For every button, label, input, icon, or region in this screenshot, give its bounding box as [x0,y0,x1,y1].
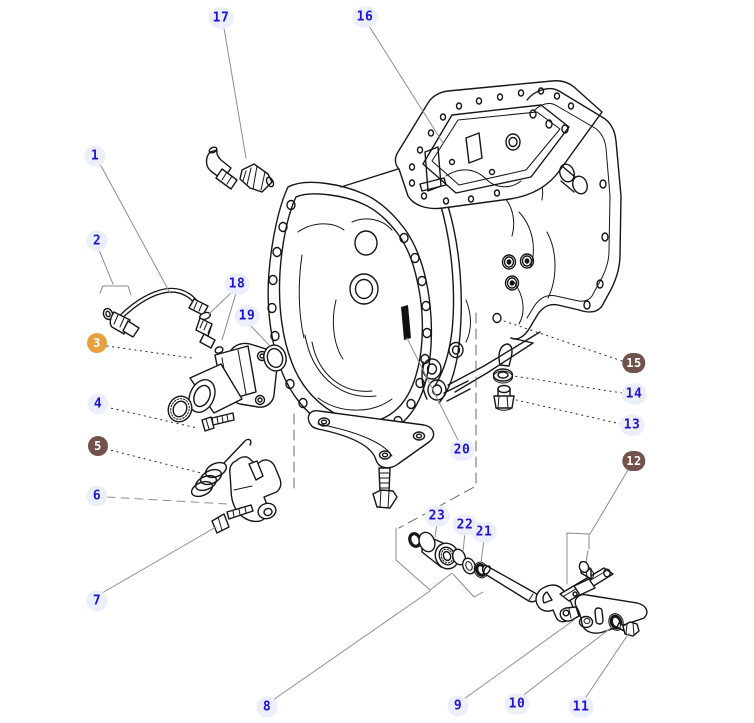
part-callout-19[interactable]: 19 [234,305,260,327]
pump-housing-3 [188,342,278,414]
leader-line-8 [272,590,431,701]
part-callout-4[interactable]: 4 [87,393,109,415]
rod-8 [481,564,539,603]
leader-line-2 [98,249,114,285]
construction-lines [99,285,590,598]
leader-line-20 [406,337,460,443]
leader-line-14 [513,375,623,394]
part-callout-9[interactable]: 9 [447,695,469,717]
part-callout-16[interactable]: 16 [352,6,378,28]
sleeve-22 [451,548,477,575]
part-callout-22[interactable]: 22 [452,514,478,536]
housing-top-opening [394,80,603,210]
part-callout-15[interactable]: 15 [622,353,646,373]
leader-line-10 [520,626,613,698]
part-callout-8[interactable]: 8 [256,696,278,718]
part-callout-5[interactable]: 5 [88,436,108,456]
leader-line-12 [589,469,629,535]
elbow-fitting-2 [102,307,140,338]
leader-line-21 [480,539,485,563]
part-callout-7[interactable]: 7 [86,590,108,612]
part-callout-1[interactable]: 1 [84,145,106,167]
cover-plate-20 [307,410,435,469]
elbow-fitting-17 [205,146,275,193]
leader-line-6 [106,496,228,505]
plug-13 [493,384,515,411]
bushing-23 [418,531,460,570]
leader-line-3 [106,345,193,359]
leader-line-17 [223,27,247,159]
shift-fork-6 [229,456,282,523]
part-callout-11[interactable]: 11 [568,696,594,718]
part-callout-13[interactable]: 13 [619,414,645,436]
leader-line-13 [515,399,622,425]
fork-bolt-7 [211,504,254,534]
o-ring-19 [263,344,287,372]
washer-14 [492,368,514,384]
part-callout-12[interactable]: 12 [622,451,646,471]
part-callout-20[interactable]: 20 [449,439,475,461]
leader-line-11 [583,632,630,701]
leader-line-16 [368,25,444,144]
needle-bearing-4 [167,395,193,423]
pedal-lever-9 [559,593,648,634]
connector-18 [195,311,224,354]
leader-line-18 [208,291,233,315]
leader-line-15 [503,320,623,362]
leader-line-19 [248,323,272,348]
part-callout-10[interactable]: 10 [504,693,530,715]
part-callout-23[interactable]: 23 [424,505,450,527]
part-callout-14[interactable]: 14 [621,383,647,405]
spring-5 [190,438,252,498]
part-callout-3[interactable]: 3 [87,333,107,353]
part-callout-17[interactable]: 17 [208,7,234,29]
rear-flange [510,87,622,344]
bolt-11 [616,621,640,637]
leader-line-22 [462,532,466,552]
leader-lines [98,25,630,701]
part-callout-6[interactable]: 6 [86,485,108,507]
part-callout-2[interactable]: 2 [86,230,108,252]
leader-line-5 [105,448,202,474]
part-callout-21[interactable]: 21 [471,521,497,543]
pump-bolt [201,412,235,432]
leader-line-7 [101,526,217,594]
leader-line-1 [99,163,171,294]
part-callout-18[interactable]: 18 [224,273,250,295]
leader-line-9 [463,619,575,700]
oil-pipe-1 [119,287,209,319]
pivot-pin [578,560,595,580]
bell-housing-face [267,181,433,440]
plate-bolt [372,467,398,509]
